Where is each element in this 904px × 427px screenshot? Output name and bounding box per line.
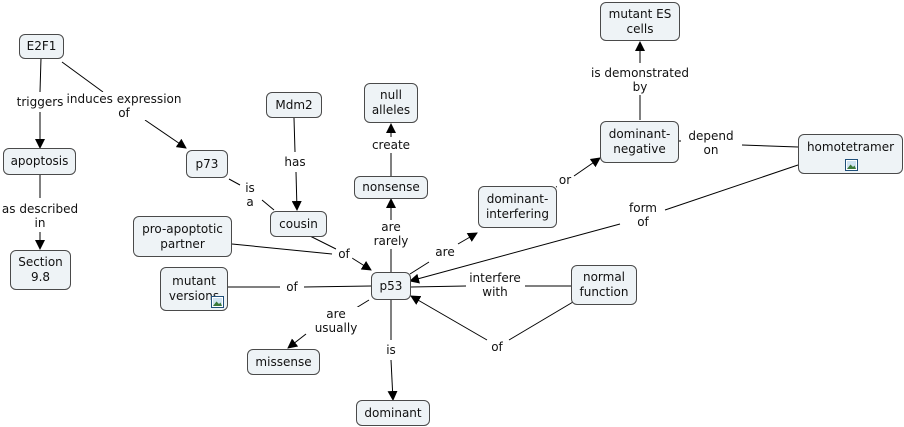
- link-of-mutant-versions: of: [284, 280, 300, 294]
- concept-cousin[interactable]: cousin: [270, 211, 327, 237]
- link-are: are: [433, 245, 457, 259]
- image-icon[interactable]: [845, 159, 858, 171]
- link-is-a: is a: [243, 181, 257, 209]
- link-has: has: [282, 155, 308, 169]
- concept-mdm2[interactable]: Mdm2: [266, 92, 322, 118]
- concept-apoptosis[interactable]: apoptosis: [3, 148, 76, 175]
- concept-label: dominant: [364, 405, 422, 420]
- link-of-normal-function: of: [489, 340, 505, 354]
- concept-p73[interactable]: p73: [186, 150, 228, 178]
- link-interfere-with: interfere with: [467, 271, 523, 299]
- concept-normal-function[interactable]: normal function: [571, 265, 637, 305]
- concept-p53[interactable]: p53: [371, 272, 411, 300]
- concept-label: p53: [379, 278, 403, 293]
- concept-label: nonsense: [362, 180, 420, 194]
- link-as-described-in: as described in: [0, 202, 81, 230]
- concept-label: E2F1: [26, 39, 57, 53]
- link-create: create: [369, 138, 413, 152]
- concept-null-alleles[interactable]: null alleles: [364, 83, 418, 123]
- link-of-cousin: of: [336, 247, 352, 261]
- concept-label: p73: [195, 156, 219, 171]
- concept-label: Section 9.8: [18, 255, 63, 284]
- concept-section[interactable]: Section 9.8: [10, 250, 71, 290]
- link-triggers: triggers: [14, 95, 66, 109]
- link-is: is: [384, 343, 398, 357]
- concept-missense[interactable]: missense: [247, 349, 320, 375]
- concept-label: pro-apoptotic partner: [142, 221, 223, 251]
- concept-label: mutant versions: [168, 274, 220, 303]
- concept-dominant-negative[interactable]: dominant- negative: [600, 121, 679, 163]
- concept-e2f1[interactable]: E2F1: [19, 34, 64, 59]
- concept-label: missense: [255, 354, 312, 369]
- concept-label: Mdm2: [275, 97, 313, 112]
- link-or: or: [556, 173, 574, 187]
- concept-mutant-versions[interactable]: mutant versions: [160, 267, 228, 311]
- concept-homotetramer[interactable]: homotetramer: [798, 134, 903, 174]
- concept-dominant[interactable]: dominant: [356, 400, 430, 426]
- link-is-demonstrated-by: is demonstrated by: [589, 66, 691, 94]
- concept-mutant-es-cells[interactable]: mutant ES cells: [600, 2, 680, 41]
- concept-label: cousin: [279, 216, 318, 231]
- link-depend-on: depend on: [686, 129, 736, 157]
- concept-label: normal function: [579, 270, 629, 299]
- concept-pro-apoptotic-partner[interactable]: pro-apoptotic partner: [133, 216, 232, 257]
- concept-label: homotetramer: [806, 140, 895, 154]
- concept-nonsense[interactable]: nonsense: [354, 176, 428, 199]
- link-induces-expression-of: induces expression of: [64, 92, 184, 120]
- link-are-usually: are usually: [312, 307, 360, 335]
- concept-label: dominant- interfering: [485, 192, 550, 221]
- concept-dominant-interfering[interactable]: dominant- interfering: [478, 186, 557, 228]
- link-are-rarely: are rarely: [371, 220, 411, 248]
- link-form-of: form of: [627, 201, 659, 229]
- concept-label: null alleles: [371, 88, 411, 117]
- concept-label: apoptosis: [10, 154, 69, 168]
- image-icon[interactable]: [211, 296, 224, 308]
- concept-label: mutant ES cells: [608, 6, 672, 36]
- concept-label: dominant- negative: [608, 127, 671, 156]
